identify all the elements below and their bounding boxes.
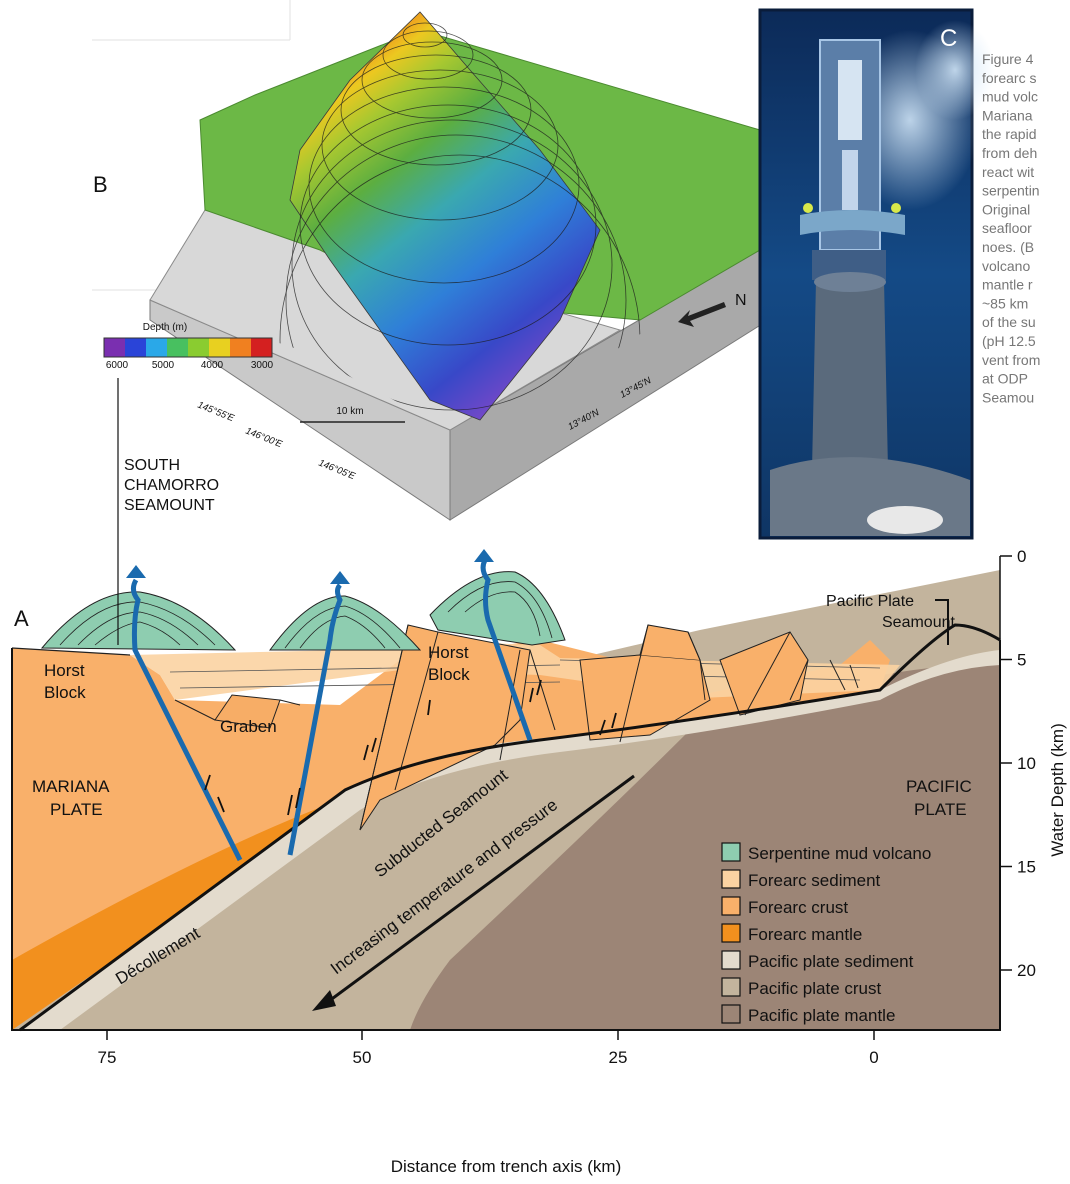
caption-line: at ODP [982, 371, 1028, 387]
depth-legend-title: Depth (m) [143, 322, 187, 333]
mariana-plate-line2: PLATE [50, 800, 103, 819]
north-arrow-icon [678, 302, 726, 327]
caption-line: noes. (B [982, 239, 1034, 255]
caption-line: from deh [982, 145, 1037, 161]
cross-section [11, 378, 1001, 1032]
legend-label: Pacific plate mantle [748, 1006, 895, 1025]
caption-line: (pH 12.5 [982, 333, 1036, 349]
panel-label-b: B [93, 172, 108, 197]
x-tick-label: 25 [609, 1048, 628, 1067]
depth-color-7 [251, 338, 273, 357]
caption-line: Mariana [982, 107, 1033, 123]
axes: 75 50 25 0 0 5 10 15 20 [98, 547, 1036, 1067]
graben-label: Graben [220, 717, 277, 736]
pacific-sediment-region [20, 650, 1000, 1030]
legend-label: Pacific plate crust [748, 979, 881, 998]
caption-line: of the su [982, 314, 1036, 330]
caption-line: mud volc [982, 89, 1038, 105]
legend-swatch [721, 923, 741, 943]
depth-color-2 [146, 338, 168, 357]
legend-swatch [721, 950, 741, 970]
depth-color-3 [167, 338, 189, 357]
y-tick-label: 10 [1017, 754, 1036, 773]
caption-line: Original [982, 201, 1030, 217]
seamount-name-line3: SEAMOUNT [124, 497, 215, 514]
y-axis-label: Water Depth (km) [1048, 723, 1067, 857]
caption-line: mantle r [982, 277, 1033, 293]
legend-label: Serpentine mud volcano [748, 844, 931, 863]
horst-block-2-line2: Block [428, 665, 470, 684]
forearc-crust-region [12, 640, 890, 1030]
caption-line: react wit [982, 164, 1034, 180]
depth-color-6 [230, 338, 252, 357]
fluid-conduits [130, 558, 533, 862]
panel-label-c: C [940, 25, 957, 52]
depth-color-5 [209, 338, 231, 357]
x-tick-label: 0 [869, 1048, 878, 1067]
depth-legend: Depth (m) 6000 5000 4000 3000 [103, 322, 274, 371]
x-axis-label: Distance from trench axis (km) [391, 1157, 622, 1176]
pacific-plate-line1: PACIFIC [906, 777, 972, 796]
depth-tick-6000: 6000 [106, 360, 129, 371]
legend-swatch [721, 896, 741, 916]
north-label: N [735, 292, 747, 309]
seamount-name-line2: CHAMORRO [124, 477, 219, 494]
depth-color-bar [104, 338, 273, 357]
depth-tick-4000: 4000 [201, 360, 224, 371]
depth-color-0 [104, 338, 126, 357]
caption-line: vent from [982, 352, 1040, 368]
legend-swatch [721, 977, 741, 997]
pacific-seamount-line1: Pacific Plate [826, 593, 914, 610]
temperature-arrow [324, 774, 635, 1006]
horst-block-1-line2: Block [44, 683, 86, 702]
depth-color-4 [188, 338, 210, 357]
depth-color-1 [125, 338, 147, 357]
y-tick-label: 15 [1017, 858, 1036, 877]
caption-line: ~85 km [982, 295, 1028, 311]
legend-label: Pacific plate sediment [748, 952, 914, 971]
x-tick-label: 50 [353, 1048, 372, 1067]
longitude-label-2: 146°00'E [244, 426, 284, 451]
y-tick-label: 20 [1017, 961, 1036, 980]
y-tick-label: 5 [1017, 651, 1026, 670]
panel-label-a: A [14, 606, 29, 631]
pacific-seamount-line2: Seamount [882, 614, 955, 631]
legend-label: Forearc mantle [748, 925, 862, 944]
caption-line: Seamou [982, 389, 1034, 405]
y-tick-label: 0 [1017, 547, 1026, 566]
longitude-label-1: 145°55'E [196, 400, 236, 425]
horst-block-2-line1: Horst [428, 643, 469, 662]
caption-line: the rapid [982, 126, 1036, 142]
legend-swatch [721, 1004, 741, 1024]
horst-block-1-line1: Horst [44, 661, 85, 680]
mariana-plate-line1: MARIANA [32, 777, 110, 796]
caption-line: volcano [982, 258, 1030, 274]
caption-line: seafloor [982, 220, 1032, 236]
flow-arrowheads [126, 549, 494, 584]
map-mountain [289, 11, 601, 421]
caption-line: Figure 4 [982, 51, 1034, 67]
caption-line: forearc s [982, 70, 1036, 86]
pacific-plate-line2: PLATE [914, 800, 967, 819]
legend-swatch [721, 842, 741, 862]
caption-line: serpentin [982, 183, 1040, 199]
legend-label: Forearc sediment [748, 871, 881, 890]
scale-label: 10 km [336, 406, 363, 417]
seamount-name-line1: SOUTH [124, 457, 180, 474]
depth-tick-5000: 5000 [152, 360, 175, 371]
slab-top-line [19, 623, 1001, 1032]
legend-label: Forearc crust [748, 898, 848, 917]
legend-swatch [721, 869, 741, 889]
depth-tick-3000: 3000 [251, 360, 274, 371]
vent-photo: C [758, 8, 995, 540]
x-tick-label: 75 [98, 1048, 117, 1067]
longitude-label-3: 146°05'E [317, 458, 357, 483]
